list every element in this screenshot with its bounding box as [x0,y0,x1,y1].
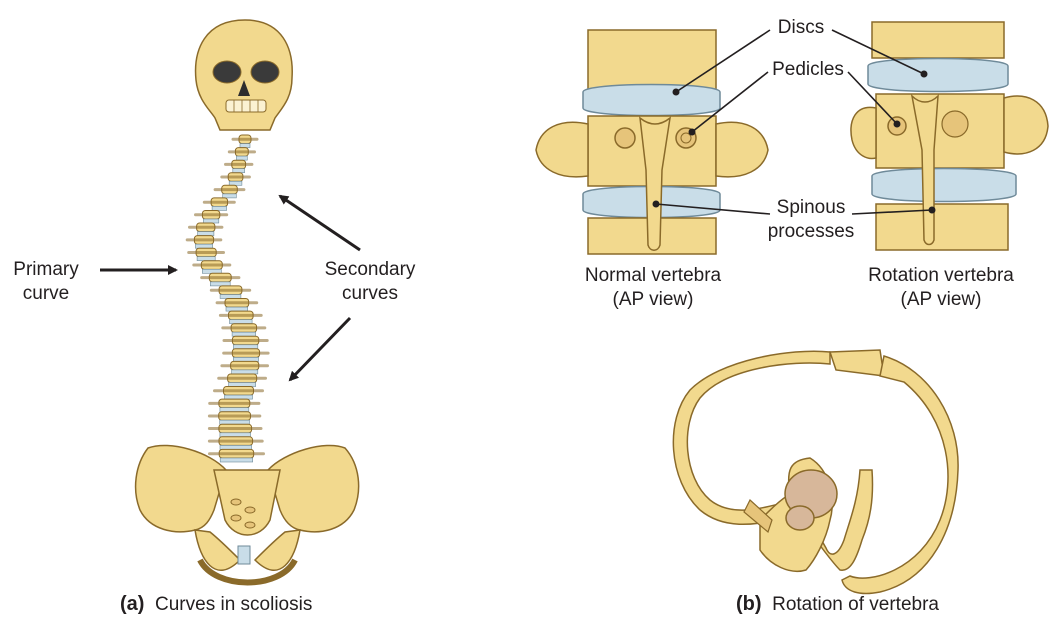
intervertebral-disc [232,332,256,336]
intervertebral-disc [236,156,247,160]
leader-dot-pedicles-rotation [894,121,901,128]
caption-panel-b: (b) Rotation of vertebra [736,592,939,617]
intervertebral-disc [233,345,257,349]
rotation-vertebra-illustration [851,22,1048,250]
leader-dot-spinous-rotation [929,207,936,214]
intervertebral-disc [229,181,242,185]
intervertebral-disc [197,257,215,261]
intervertebral-disc [212,206,227,210]
spine [187,135,268,462]
intervertebral-disc [220,433,251,437]
intervertebral-disc [210,282,230,286]
leader-dot-spinous-normal [653,201,660,208]
intervertebral-disc [220,420,250,424]
intervertebral-disc [223,194,237,198]
leader-dot-discs-normal [673,89,680,96]
rotated-vertebra-cross-section [673,350,958,594]
caption-panel-a: (a) Curves in scoliosis [120,592,312,617]
discs-label: Discs [768,16,834,40]
pelvis [136,445,359,582]
spinous-processes-label: Spinous processes [756,196,866,244]
intervertebral-disc [226,307,248,311]
pedicles-label: Pedicles [762,58,854,82]
intervertebral-disc [220,458,253,462]
intervertebral-disc [203,219,218,223]
rotation-vertebra-label: Rotation vertebra (AP view) [848,264,1034,312]
intervertebral-disc [195,244,212,248]
caption-letter-a: (a) [120,593,144,615]
intervertebral-disc [220,445,252,449]
intervertebral-disc [233,357,258,361]
intervertebral-disc [232,370,258,374]
caption-text-a: Curves in scoliosis [155,594,312,615]
leader-dot-discs-rotation [921,71,928,78]
intervertebral-disc [230,320,253,324]
intervertebral-disc [240,144,250,148]
normal-vertebra-illustration [536,30,768,254]
intervertebral-disc [225,395,253,399]
caption-letter-b: (b) [736,593,762,615]
primary-curve-label: Primary curve [0,258,92,306]
caption-text-b: Rotation of vertebra [772,594,939,615]
skull [196,20,293,130]
secondary-curves-label: Secondary curves [310,258,430,306]
intervertebral-disc [220,408,249,412]
intervertebral-disc [198,232,214,236]
intervertebral-disc [229,383,256,387]
intervertebral-disc [233,169,245,173]
leader-dot-pedicles-normal [689,129,696,136]
intervertebral-disc [220,295,241,299]
secondary-curve-arrow-lower [290,318,350,380]
secondary-curve-arrow-upper [280,196,360,250]
intervertebral-disc [202,269,221,273]
normal-vertebra-label: Normal vertebra (AP view) [560,264,746,312]
